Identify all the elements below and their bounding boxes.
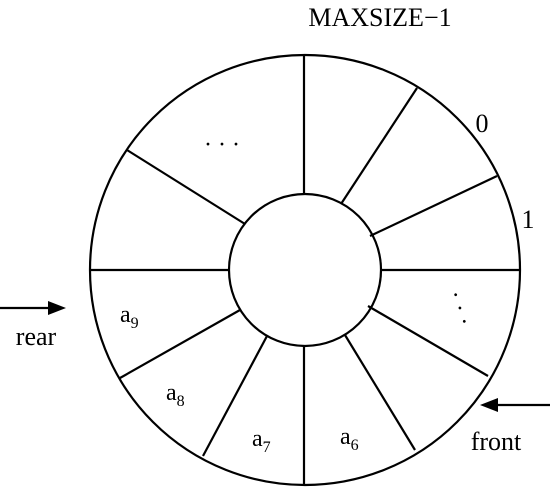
element-label: a8: [166, 380, 185, 410]
label-index-0: 0: [476, 109, 489, 138]
element-label: a6: [340, 424, 359, 454]
slot-divider: [344, 334, 416, 451]
slot-divider: [202, 335, 268, 457]
label-maxsize-minus-1: MAXSIZE−1: [308, 3, 451, 32]
slot-divider: [369, 175, 498, 237]
rear-arrow: [0, 301, 66, 315]
rear-label: rear: [16, 322, 57, 351]
slot-divider: [119, 309, 241, 379]
slot-divider: [340, 87, 418, 205]
ellipsis-right-slot: · · ·: [441, 287, 477, 329]
front-label: front: [471, 427, 522, 456]
slot-divider: [126, 149, 246, 225]
element-label: a7: [252, 426, 271, 456]
svg-text:· · ·: · · ·: [441, 287, 477, 329]
label-index-1: 1: [522, 205, 535, 234]
slot-dividers: [90, 55, 520, 485]
slot-divider: [367, 305, 489, 377]
inner-hub: [227, 192, 383, 348]
element-label: a9: [120, 302, 139, 332]
front-arrow: [480, 398, 550, 412]
ellipsis-top-slot: · · ·: [204, 132, 240, 158]
